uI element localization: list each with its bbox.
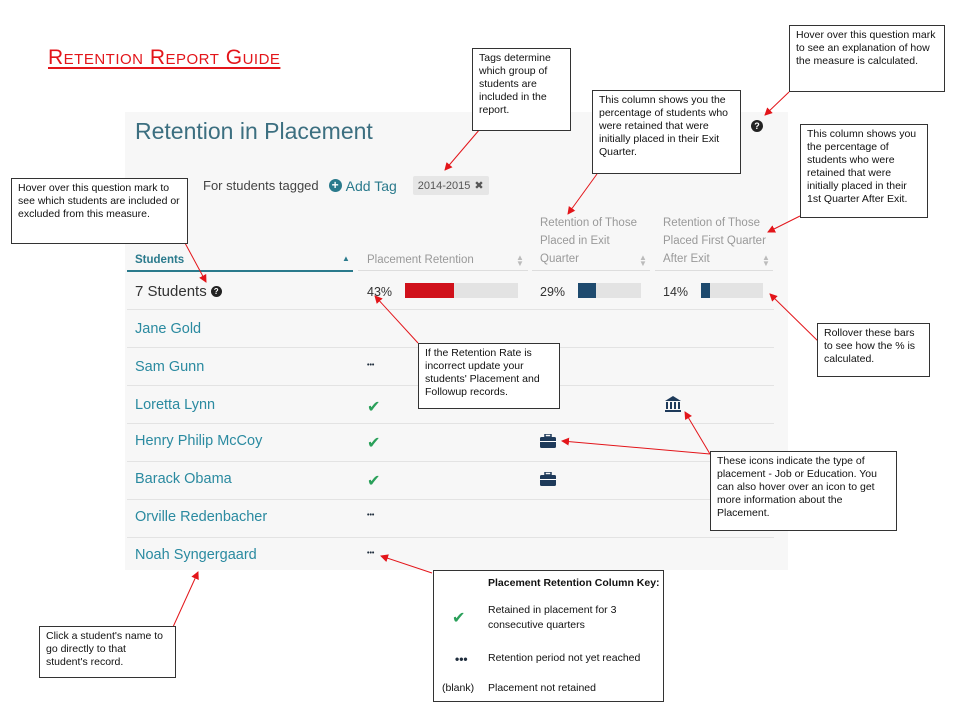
placement-retention-bar[interactable] — [405, 283, 518, 298]
add-tag-label: Add Tag — [345, 177, 397, 194]
guide-title: Retention Report Guide — [48, 46, 281, 69]
student-name-link[interactable]: Sam Gunn — [135, 359, 205, 375]
placement-retention-pct: 43% — [367, 285, 393, 299]
ellipsis-icon: ••• — [455, 652, 468, 666]
student-name-link[interactable]: Jane Gold — [135, 321, 202, 337]
report-title: Retention in Placement — [135, 118, 373, 144]
column-divider — [532, 270, 650, 271]
row-separator — [127, 499, 774, 500]
callout-first-column: This column shows you the percentage of … — [800, 124, 928, 218]
active-sort-underline — [127, 270, 353, 272]
column-header-exit-quarter[interactable]: Retention of Those Placed in Exit Quarte… — [540, 214, 637, 268]
first-quarter-bar[interactable] — [701, 283, 763, 298]
student-name-link[interactable]: Loretta Lynn — [135, 397, 216, 413]
briefcase-icon[interactable] — [540, 471, 556, 491]
column-header-first-line3: After Exit — [663, 253, 710, 265]
column-divider — [655, 270, 773, 271]
plus-circle-icon: + — [328, 179, 342, 192]
totals-count: 7 Students — [135, 283, 207, 300]
sort-ascending-icon[interactable]: ▲ — [342, 254, 350, 263]
question-circle-icon[interactable]: ? — [751, 120, 763, 132]
tag-filter-row: For students tagged + Add Tag 2014-2015 … — [203, 176, 489, 195]
callout-click-name: Click a student's name to go directly to… — [39, 626, 176, 678]
remove-tag-icon[interactable]: ✖ — [474, 180, 484, 192]
column-header-first-line1: Retention of Those — [663, 217, 760, 229]
sort-icon[interactable]: ▲▼ — [639, 253, 647, 268]
row-separator — [127, 423, 774, 424]
column-header-exit-line3: Quarter — [540, 253, 579, 265]
column-header-students[interactable]: Students — [135, 254, 185, 266]
bank-icon[interactable] — [664, 395, 682, 418]
placement-retention-bar-fill — [405, 283, 454, 298]
briefcase-icon[interactable] — [540, 433, 556, 453]
exit-quarter-bar-fill — [578, 283, 597, 298]
callout-hover-top: Hover over this question mark to see an … — [789, 25, 945, 92]
tag-chip-label: 2014-2015 — [417, 179, 471, 192]
student-name-link[interactable]: Henry Philip McCoy — [135, 433, 263, 449]
callout-retention-rate: If the Retention Rate is incorrect updat… — [418, 343, 560, 409]
ellipsis-icon: ••• — [367, 362, 375, 369]
check-icon: ✔ — [367, 435, 381, 452]
column-divider — [358, 270, 528, 271]
check-icon: ✔ — [367, 473, 381, 490]
sort-icon[interactable]: ▲▼ — [762, 253, 770, 268]
row-separator — [127, 309, 774, 310]
callout-rollover: Rollover these bars to see how the % is … — [817, 323, 930, 377]
key-blank-text: Placement not retained — [488, 682, 596, 694]
question-circle-icon[interactable]: ? — [210, 286, 222, 297]
key-blank-label: (blank) — [442, 682, 475, 694]
student-name-link[interactable]: Orville Redenbacher — [135, 509, 268, 525]
student-name-link[interactable]: Barack Obama — [135, 471, 232, 487]
callout-icons: These icons indicate the type of placeme… — [710, 451, 897, 531]
column-header-exit-line1: Retention of Those — [540, 217, 637, 229]
sort-icon[interactable]: ▲▼ — [516, 253, 524, 268]
ellipsis-icon: ••• — [367, 550, 375, 557]
callout-hover-left: Hover over this question mark to see whi… — [11, 178, 188, 244]
add-tag-button[interactable]: + Add Tag — [328, 177, 397, 194]
first-quarter-pct: 14% — [663, 285, 689, 299]
exit-quarter-bar[interactable] — [578, 283, 641, 298]
totals-label: 7 Students ? — [135, 283, 222, 300]
column-header-placement-retention[interactable]: Placement Retention — [367, 254, 474, 266]
check-icon: ✔ — [367, 399, 381, 416]
tag-filter-label: For students tagged — [203, 178, 319, 193]
callout-exit-column: This column shows you the percentage of … — [592, 90, 741, 174]
first-quarter-bar-fill — [701, 283, 710, 298]
column-key-box: Placement Retention Column Key: ✔ Retain… — [433, 570, 664, 702]
key-check-text: Retained in placement for 3 consecutive … — [488, 604, 617, 631]
tag-chip[interactable]: 2014-2015 ✖ — [412, 176, 489, 195]
column-header-first-line2: Placed First Quarter — [663, 235, 766, 247]
row-separator — [127, 537, 774, 538]
row-separator — [127, 461, 774, 462]
key-title: Placement Retention Column Key: — [488, 577, 660, 589]
column-header-first-quarter[interactable]: Retention of Those Placed First Quarter … — [663, 214, 766, 268]
callout-tags: Tags determine which group of students a… — [472, 48, 571, 131]
key-dots-text: Retention period not yet reached — [488, 652, 641, 664]
ellipsis-icon: ••• — [367, 512, 375, 519]
student-name-link[interactable]: Noah Syngergaard — [135, 547, 257, 563]
exit-quarter-pct: 29% — [540, 285, 566, 299]
column-header-exit-line2: Placed in Exit — [540, 235, 610, 247]
check-icon: ✔ — [452, 610, 466, 627]
